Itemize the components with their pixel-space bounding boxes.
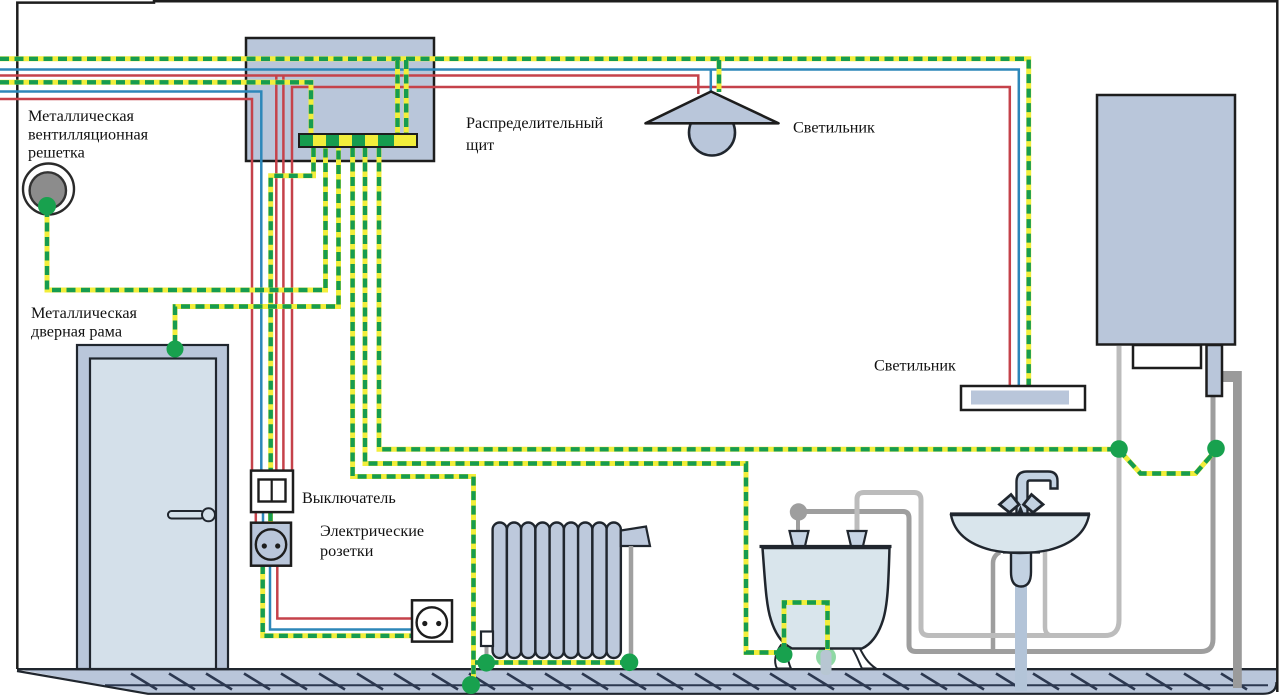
svg-text:розетки: розетки xyxy=(320,542,374,560)
svg-text:Распределительный: Распределительный xyxy=(466,114,604,132)
svg-text:Светильник: Светильник xyxy=(793,119,875,137)
svg-text:Выключатель: Выключатель xyxy=(302,489,396,507)
svg-text:Электрические: Электрические xyxy=(320,522,424,540)
svg-text:Металлическая: Металлическая xyxy=(28,107,135,125)
svg-text:вентилляционная: вентилляционная xyxy=(28,126,149,144)
svg-text:решетка: решетка xyxy=(28,144,85,162)
svg-text:Металлическая: Металлическая xyxy=(31,304,138,322)
svg-text:дверная рама: дверная рама xyxy=(31,323,122,341)
svg-text:Светильник: Светильник xyxy=(874,357,956,375)
svg-text:щит: щит xyxy=(466,136,494,154)
